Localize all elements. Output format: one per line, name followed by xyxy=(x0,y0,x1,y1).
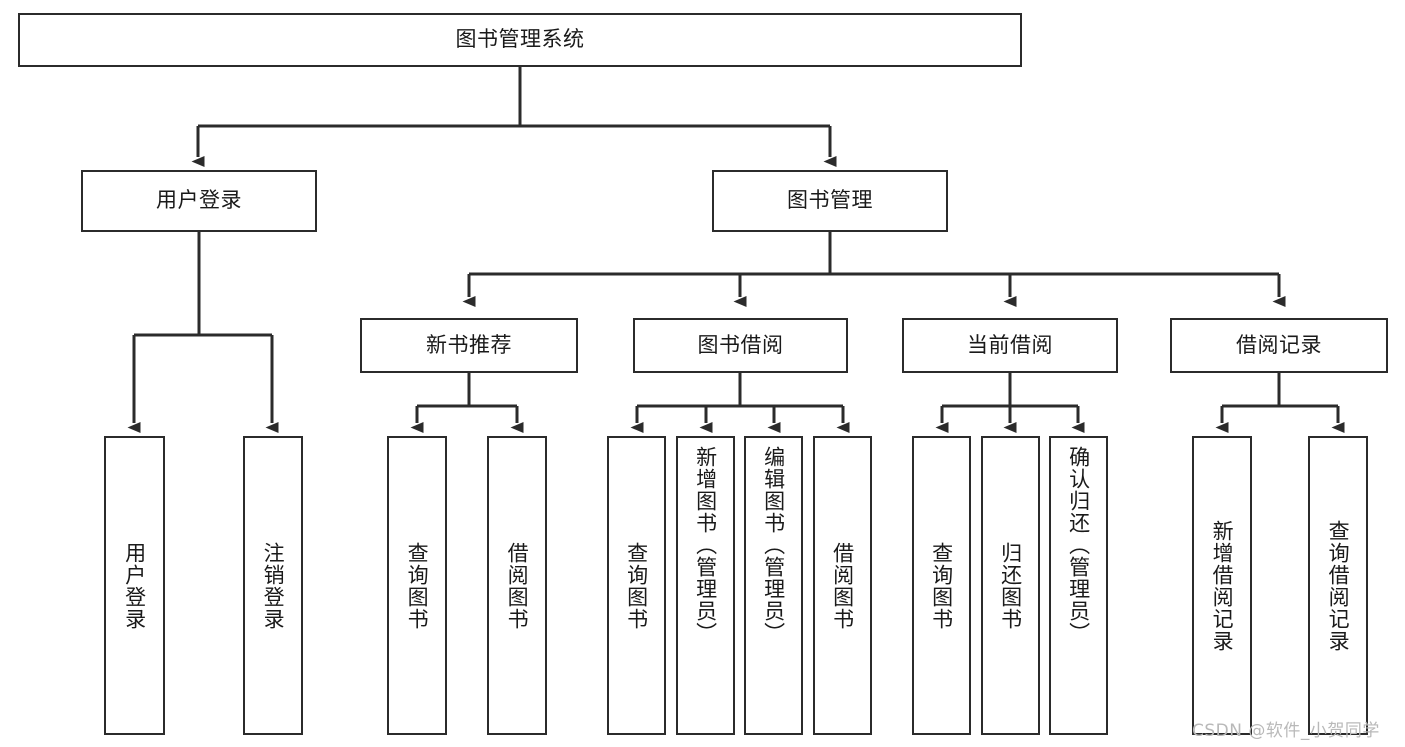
node-user-login[interactable]: 用户登录 xyxy=(81,170,317,232)
leaf-label: 注销登录 xyxy=(261,541,286,630)
leaf-label: 查询图书 xyxy=(929,541,954,630)
node-new-book-recommend[interactable]: 新书推荐 xyxy=(360,318,578,373)
node-new-book-recommend-label: 新书推荐 xyxy=(426,332,512,357)
leaf-new-book-query[interactable]: 查询图书 xyxy=(387,436,447,735)
leaf-current-borrow-query[interactable]: 查询图书 xyxy=(912,436,971,735)
node-borrow-record-label: 借阅记录 xyxy=(1236,332,1322,357)
leaf-label: 归还图书 xyxy=(998,541,1023,630)
leaf-book-borrow-query[interactable]: 查询图书 xyxy=(607,436,666,735)
leaf-label: 查询借阅记录 xyxy=(1326,519,1351,652)
leaf-label: 借阅图书 xyxy=(505,541,530,630)
leaf-book-borrow-add[interactable]: 新增图书（管理员） xyxy=(676,436,735,735)
leaf-label: 查询图书 xyxy=(624,541,649,630)
leaf-current-borrow-confirm-return[interactable]: 确认归还（管理员） xyxy=(1049,436,1108,735)
leaf-label: 查询图书 xyxy=(405,541,430,630)
node-current-borrow-label: 当前借阅 xyxy=(967,332,1053,357)
leaf-borrow-record-query[interactable]: 查询借阅记录 xyxy=(1308,436,1368,735)
leaf-new-book-borrow[interactable]: 借阅图书 xyxy=(487,436,547,735)
leaf-borrow-record-add[interactable]: 新增借阅记录 xyxy=(1192,436,1252,735)
leaf-label: 用户登录 xyxy=(122,541,147,630)
node-root[interactable]: 图书管理系统 xyxy=(18,13,1022,67)
node-current-borrow[interactable]: 当前借阅 xyxy=(902,318,1118,373)
leaf-current-borrow-return[interactable]: 归还图书 xyxy=(981,436,1040,735)
node-book-borrow-label: 图书借阅 xyxy=(697,332,784,357)
node-book-management[interactable]: 图书管理 xyxy=(712,170,948,232)
node-borrow-record[interactable]: 借阅记录 xyxy=(1170,318,1388,373)
leaf-label: 编辑图书（管理员） xyxy=(761,446,786,644)
leaf-label: 借阅图书 xyxy=(830,541,855,630)
leaf-user-login-logout[interactable]: 注销登录 xyxy=(243,436,303,735)
leaf-label: 新增借阅记录 xyxy=(1210,519,1235,652)
node-root-label: 图书管理系统 xyxy=(455,27,585,52)
leaf-label: 新增图书（管理员） xyxy=(693,446,718,644)
leaf-book-borrow-borrow[interactable]: 借阅图书 xyxy=(813,436,872,735)
leaf-user-login-login[interactable]: 用户登录 xyxy=(104,436,165,735)
leaf-label: 确认归还（管理员） xyxy=(1066,446,1091,644)
csdn-watermark: CSDN @软件_小贺同学 xyxy=(1192,721,1380,741)
leaf-book-borrow-edit[interactable]: 编辑图书（管理员） xyxy=(744,436,803,735)
node-book-management-label: 图书管理 xyxy=(787,188,873,213)
node-user-login-label: 用户登录 xyxy=(156,188,242,213)
node-book-borrow[interactable]: 图书借阅 xyxy=(633,318,848,373)
